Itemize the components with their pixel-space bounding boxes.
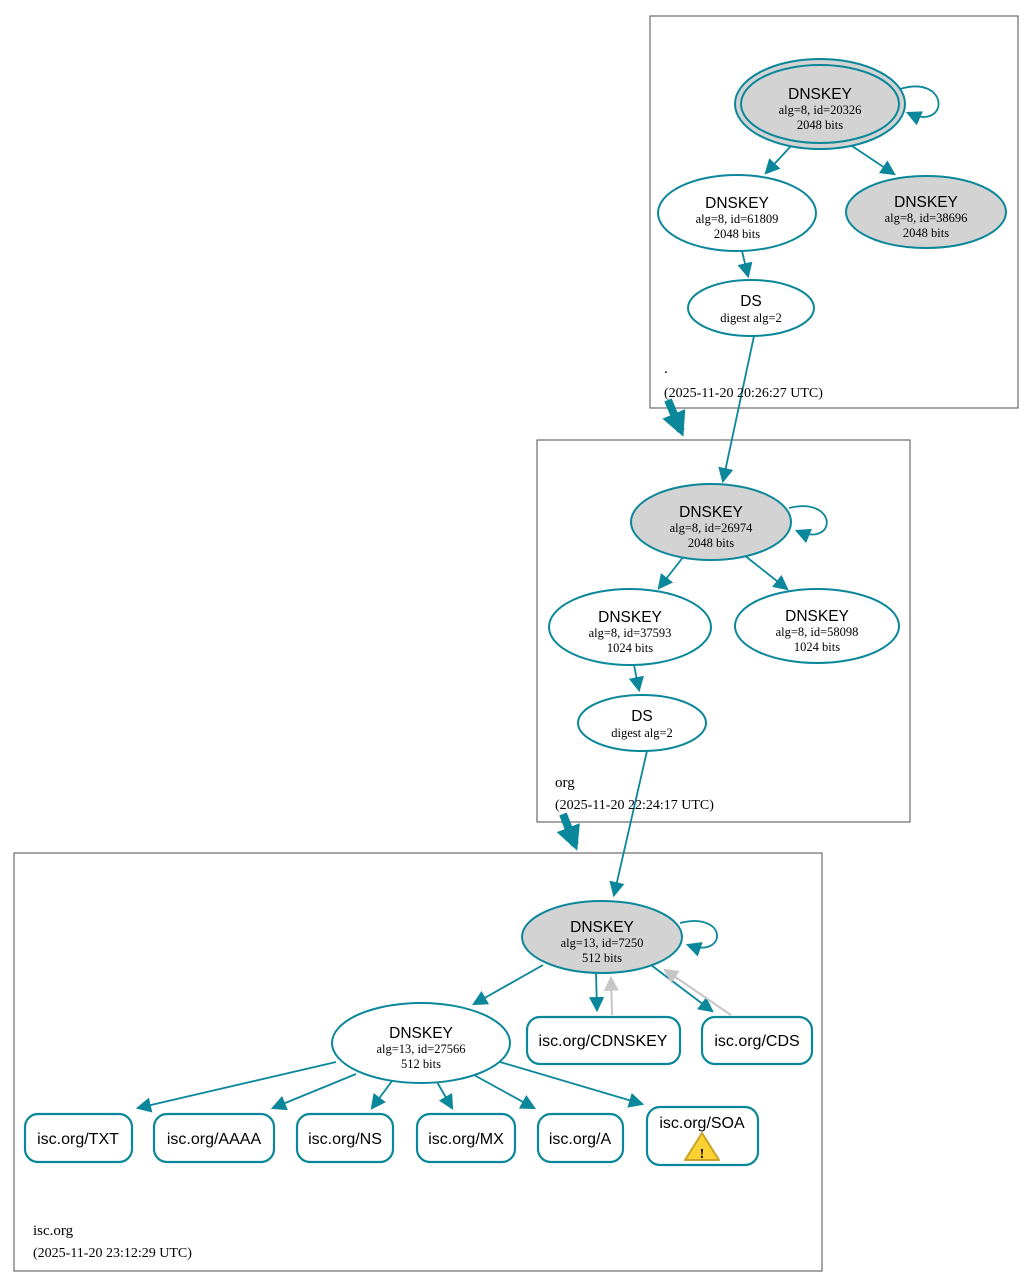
zone-box-org [536, 439, 911, 823]
org-key3-detail2: 1024 bits [794, 640, 840, 654]
isc-cds-label: isc.org/CDS [714, 1033, 799, 1050]
node-org-zsk-dnskey-37593[interactable]: DNSKEY alg=8, id=37593 1024 bits [548, 588, 712, 666]
rrset-txt-label: isc.org/TXT [37, 1131, 119, 1148]
node-root-ksk-dnskey-20326[interactable]: DNSKEY alg=8, id=20326 2048 bits [734, 58, 906, 150]
edge-root-ksk-to-zsk [764, 145, 792, 175]
edge-cds-to-isc-ksk [663, 968, 732, 1016]
zone-timestamp-isc-org: (2025-11-20 23:12:29 UTC) [33, 1246, 192, 1261]
org-key3-detail1: alg=8, id=58098 [776, 625, 859, 639]
edge-isc-zsk-to-a [473, 1074, 537, 1110]
rrset-mx-label: isc.org/MX [428, 1131, 504, 1148]
zone-label-root: . [664, 361, 668, 377]
warning-glyph: ! [700, 1147, 705, 1162]
edge-root-zsk-to-ds [737, 250, 753, 279]
edge-isc-zsk-to-soa [499, 1061, 645, 1108]
rrset-a-label: isc.org/A [549, 1131, 612, 1148]
node-org-ds[interactable]: DS digest alg=2 [577, 694, 707, 752]
org-ds-title: DS [631, 708, 653, 725]
org-ds-detail1: digest alg=2 [611, 726, 673, 740]
root-ksk-detail2: 2048 bits [797, 118, 843, 132]
root-ds-detail1: digest alg=2 [720, 311, 782, 325]
edge-isc-ksk-to-cdnskey [589, 972, 605, 1013]
org-ksk-title: DNSKEY [679, 504, 743, 521]
zone-label-org: org [555, 775, 575, 791]
org-zsk-title: DNSKEY [598, 609, 662, 626]
node-isc-cdnskey[interactable]: isc.org/CDNSKEY [525, 1015, 682, 1066]
node-root-ds[interactable]: DS digest alg=2 [687, 279, 815, 337]
edge-isc-zsk-to-aaaa [270, 1073, 357, 1111]
node-org-ksk-dnskey-26974[interactable]: DNSKEY alg=8, id=26974 2048 bits [630, 483, 792, 561]
node-isc-zsk-dnskey-27566[interactable]: DNSKEY alg=13, id=27566 512 bits [331, 1002, 511, 1084]
isc-ksk-detail1: alg=13, id=7250 [561, 936, 644, 950]
edge-org-ksk-to-zsk [657, 555, 685, 590]
node-root-zsk-dnskey-61809[interactable]: DNSKEY alg=8, id=61809 2048 bits [657, 174, 817, 252]
node-isc-ksk-dnskey-7250[interactable]: DNSKEY alg=13, id=7250 512 bits [521, 900, 683, 974]
zone-timestamp-org: (2025-11-20 22:24:17 UTC) [555, 798, 714, 813]
edge-isc-ksk-to-cds [650, 964, 714, 1013]
root-zsk-title: DNSKEY [705, 195, 769, 212]
org-ksk-detail2: 2048 bits [688, 536, 734, 550]
node-rrset-aaaa[interactable]: isc.org/AAAA [152, 1112, 276, 1164]
node-isc-cds[interactable]: isc.org/CDS [700, 1015, 814, 1066]
edge-cdnskey-to-isc-ksk [603, 975, 619, 1016]
root-zsk-detail1: alg=8, id=61809 [696, 212, 779, 226]
edge-isc-zsk-to-mx [436, 1081, 454, 1110]
edge-delegation-root-to-org [662, 398, 686, 437]
org-zsk-detail2: 1024 bits [607, 641, 653, 655]
edge-isc-zsk-to-ns [370, 1080, 393, 1110]
edge-root-ds-to-org-ksk [718, 335, 755, 484]
edge-isc-ksk-to-zsk [472, 964, 544, 1006]
rrset-ns-label: isc.org/NS [308, 1131, 382, 1148]
zone-label-isc-org: isc.org [33, 1223, 74, 1239]
org-zsk-detail1: alg=8, id=37593 [589, 626, 672, 640]
org-key3-title: DNSKEY [785, 608, 849, 625]
isc-ksk-detail2: 512 bits [582, 951, 622, 965]
edge-isc-zsk-to-txt [135, 1061, 337, 1113]
org-ksk-detail1: alg=8, id=26974 [670, 521, 754, 535]
warning-icon: ! [684, 1132, 720, 1162]
root-ksk-title: DNSKEY [788, 86, 852, 103]
rrset-soa-label: isc.org/SOA [659, 1115, 745, 1132]
root-ksk-detail1: alg=8, id=20326 [779, 103, 862, 117]
edge-delegation-org-to-isc [556, 812, 580, 851]
node-org-dnskey-58098[interactable]: DNSKEY alg=8, id=58098 1024 bits [734, 588, 900, 664]
isc-zsk-detail1: alg=13, id=27566 [376, 1042, 465, 1056]
node-rrset-mx[interactable]: isc.org/MX [415, 1112, 517, 1164]
isc-zsk-detail2: 512 bits [401, 1057, 441, 1071]
edge-org-zsk-to-ds [628, 664, 644, 693]
root-key3-detail2: 2048 bits [903, 226, 949, 240]
zone-box-root [649, 15, 1019, 409]
edge-org-ds-to-isc-ksk [609, 750, 648, 898]
root-key3-detail1: alg=8, id=38696 [885, 211, 968, 225]
node-rrset-soa[interactable]: isc.org/SOA ! [645, 1105, 760, 1167]
edge-root-ksk-selfloop [899, 85, 940, 126]
node-rrset-txt[interactable]: isc.org/TXT [23, 1112, 134, 1164]
root-zsk-detail2: 2048 bits [714, 227, 760, 241]
isc-zsk-title: DNSKEY [389, 1025, 453, 1042]
edge-org-ksk-to-key3 [743, 554, 789, 591]
edge-org-ksk-selfloop [788, 505, 828, 544]
node-rrset-a[interactable]: isc.org/A [536, 1112, 625, 1164]
edge-isc-ksk-selfloop [679, 920, 718, 957]
root-ds-title: DS [740, 293, 762, 310]
isc-ksk-title: DNSKEY [570, 919, 634, 936]
node-rrset-ns[interactable]: isc.org/NS [295, 1112, 395, 1164]
node-root-dnskey-38696[interactable]: DNSKEY alg=8, id=38696 2048 bits [845, 175, 1007, 249]
root-key3-title: DNSKEY [894, 194, 958, 211]
edge-root-ksk-to-key3 [851, 145, 896, 176]
rrset-aaaa-label: isc.org/AAAA [167, 1131, 262, 1148]
zone-timestamp-root: (2025-11-20 20:26:27 UTC) [664, 386, 823, 401]
isc-cdnskey-label: isc.org/CDNSKEY [539, 1033, 668, 1050]
zone-box-isc-org [13, 852, 823, 1272]
